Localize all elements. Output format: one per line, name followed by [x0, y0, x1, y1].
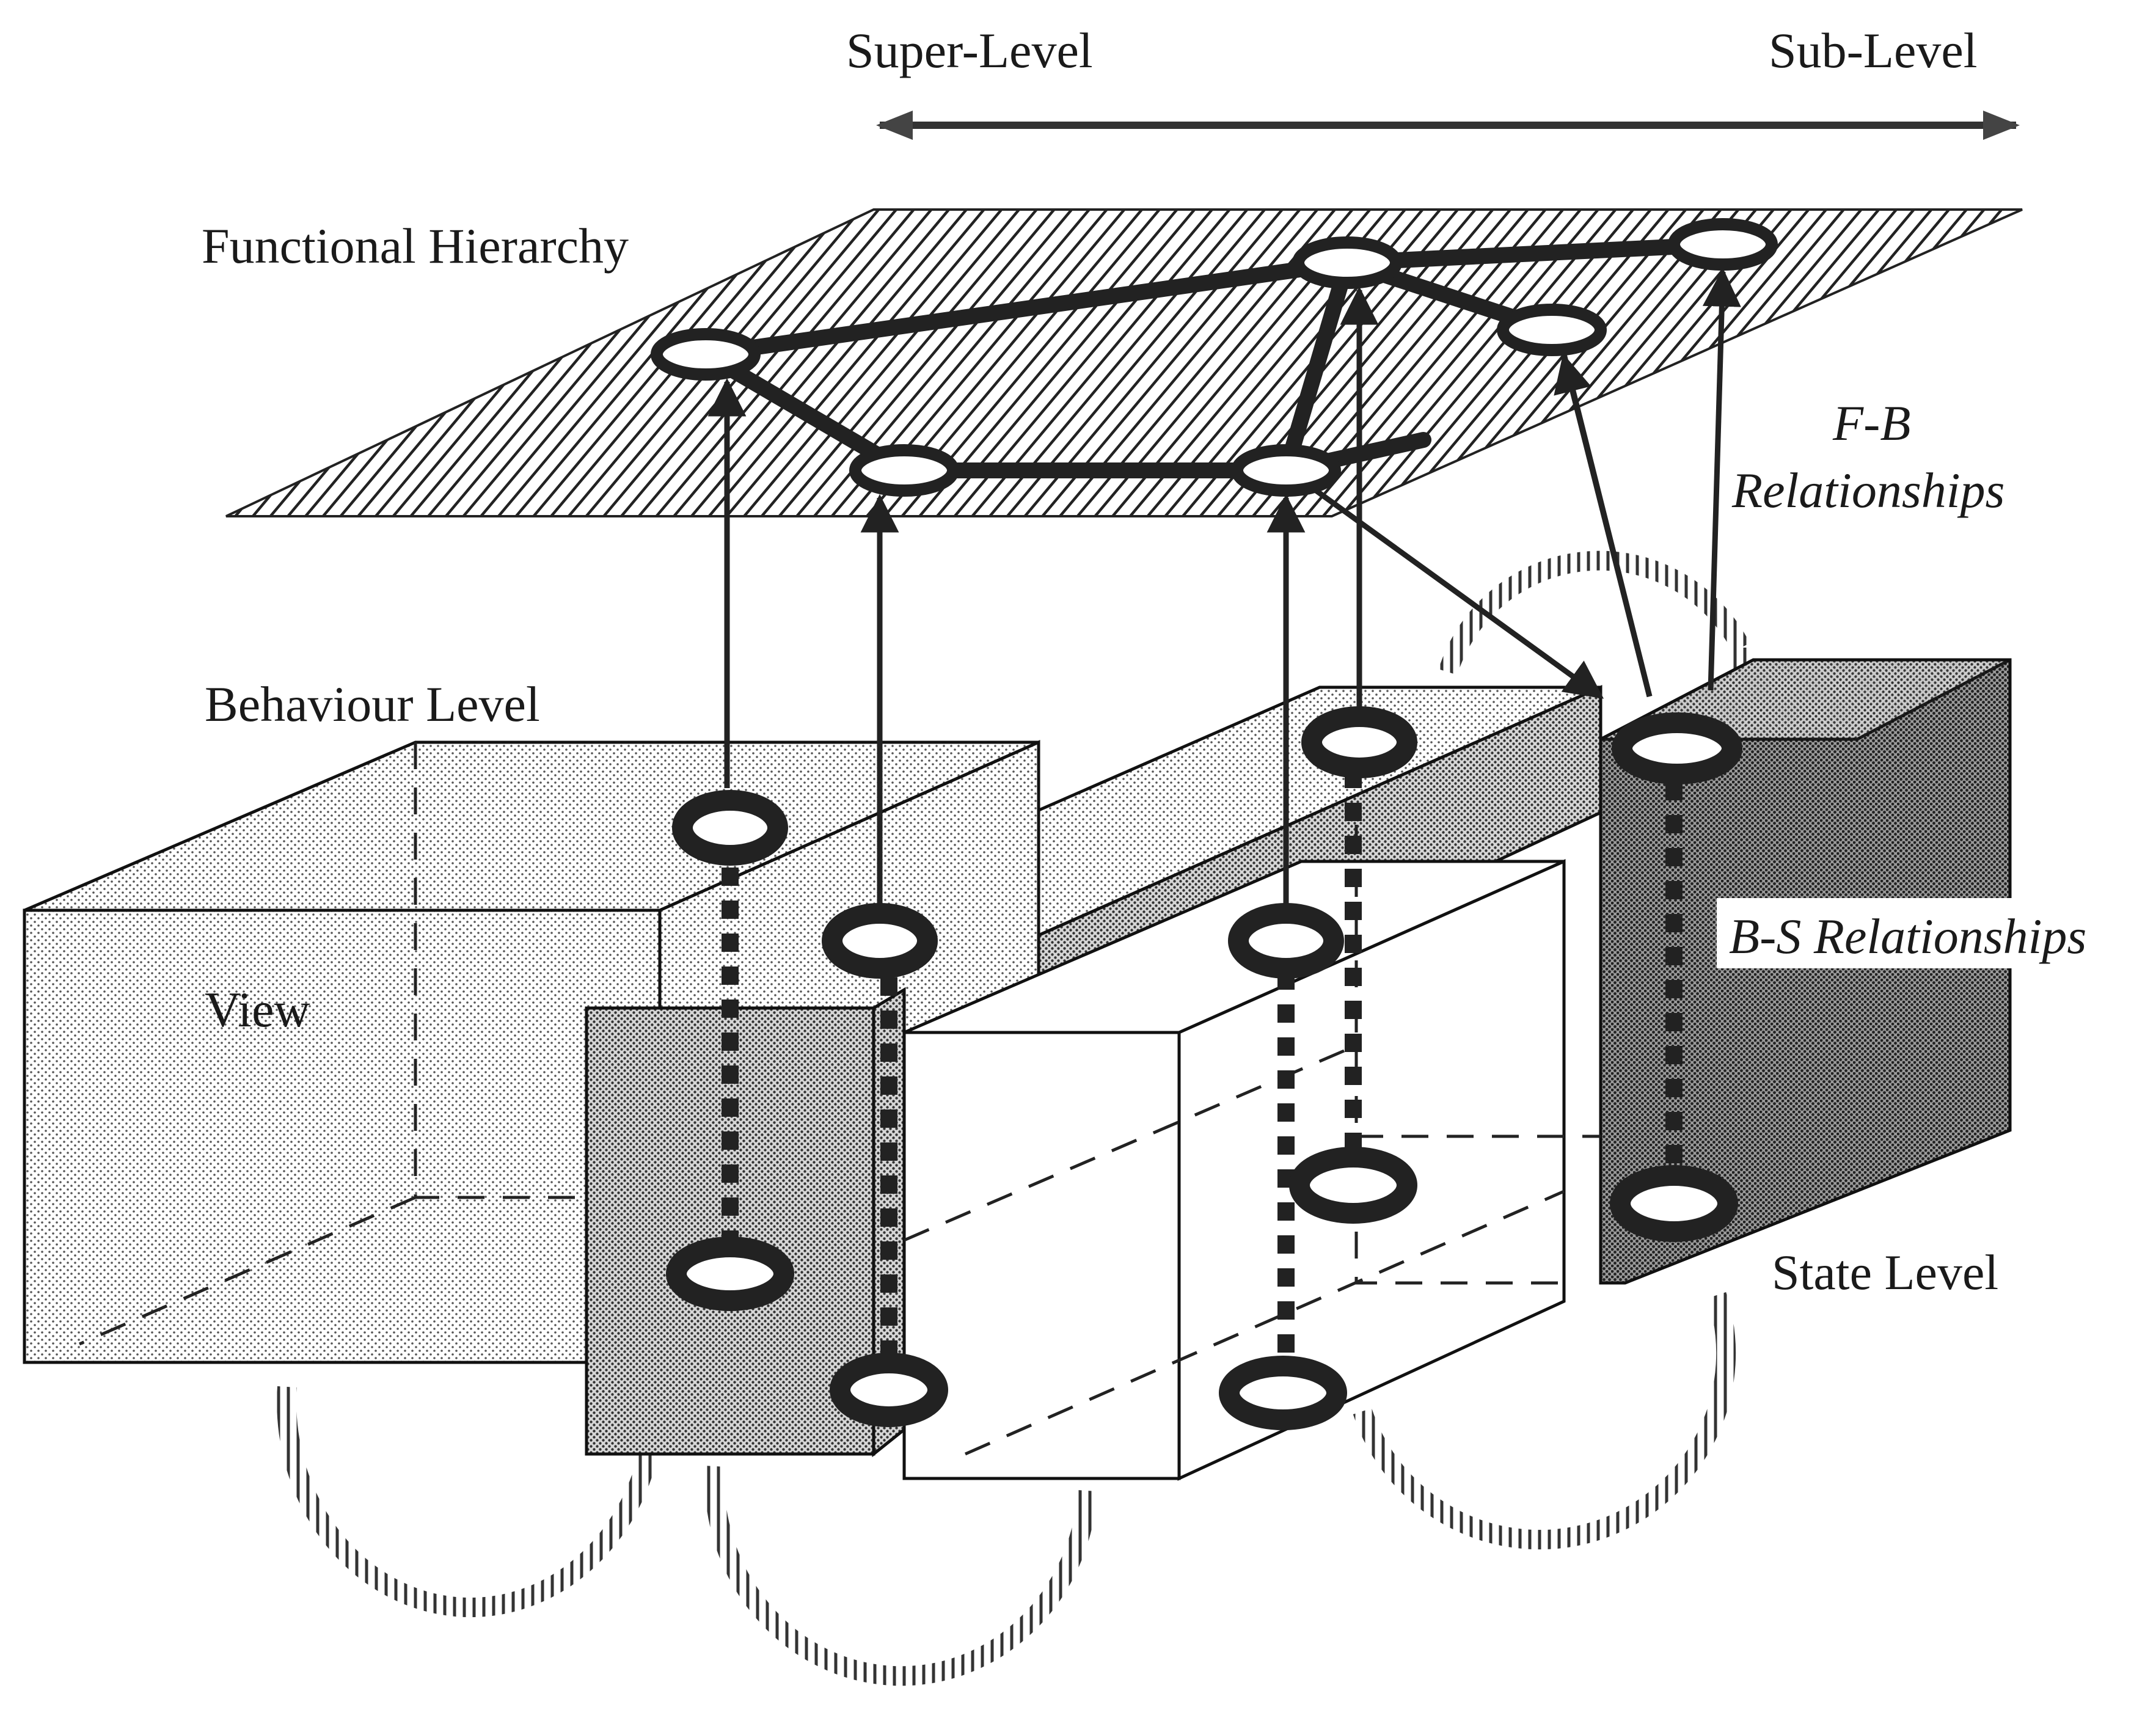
functional-hierarchy-label: Functional Hierarchy [202, 218, 629, 274]
behaviour-node-5 [1612, 712, 1742, 784]
fb-relationships [707, 268, 1741, 919]
state-level-label: State Level [1772, 1244, 1998, 1300]
state-node-4 [1289, 1147, 1417, 1224]
state-node-2 [830, 1353, 948, 1427]
behaviour-node-1 [672, 790, 788, 866]
fb-label-line2: Relationships [1731, 462, 2004, 518]
function-node-2 [849, 444, 959, 497]
state-nodes [666, 1147, 1738, 1430]
functional-plane [225, 208, 2023, 517]
state-loops [277, 550, 1751, 1686]
bs-label: B-S Relationships [1729, 908, 2086, 964]
behaviour-level-label: Behaviour Level [205, 676, 540, 732]
function-node-3 [1231, 444, 1341, 497]
bs-relationships [722, 770, 1683, 1387]
behaviour-node-4 [1301, 706, 1417, 778]
state-node-3 [1219, 1356, 1347, 1430]
state-node-5 [1610, 1165, 1738, 1242]
function-node-4 [1292, 236, 1402, 289]
behaviour-node-3 [1228, 903, 1344, 979]
view-label: View [205, 982, 310, 1037]
function-node-1 [651, 328, 761, 381]
labels: Super-Level Sub-Level Functional Hierarc… [202, 23, 2138, 1300]
behaviour-node-2 [822, 903, 938, 979]
function-node-5 [1497, 304, 1607, 356]
super-level-label: Super-Level [846, 23, 1093, 78]
behaviour-nodes [672, 706, 1742, 979]
state-node-1 [666, 1237, 794, 1311]
functional-graph [651, 218, 1778, 497]
function-node-6 [1668, 218, 1778, 271]
bs-label-bg [1717, 898, 2138, 968]
fb-label-line1: F-B [1832, 395, 1910, 451]
sub-level-label: Sub-Level [1769, 23, 1978, 78]
